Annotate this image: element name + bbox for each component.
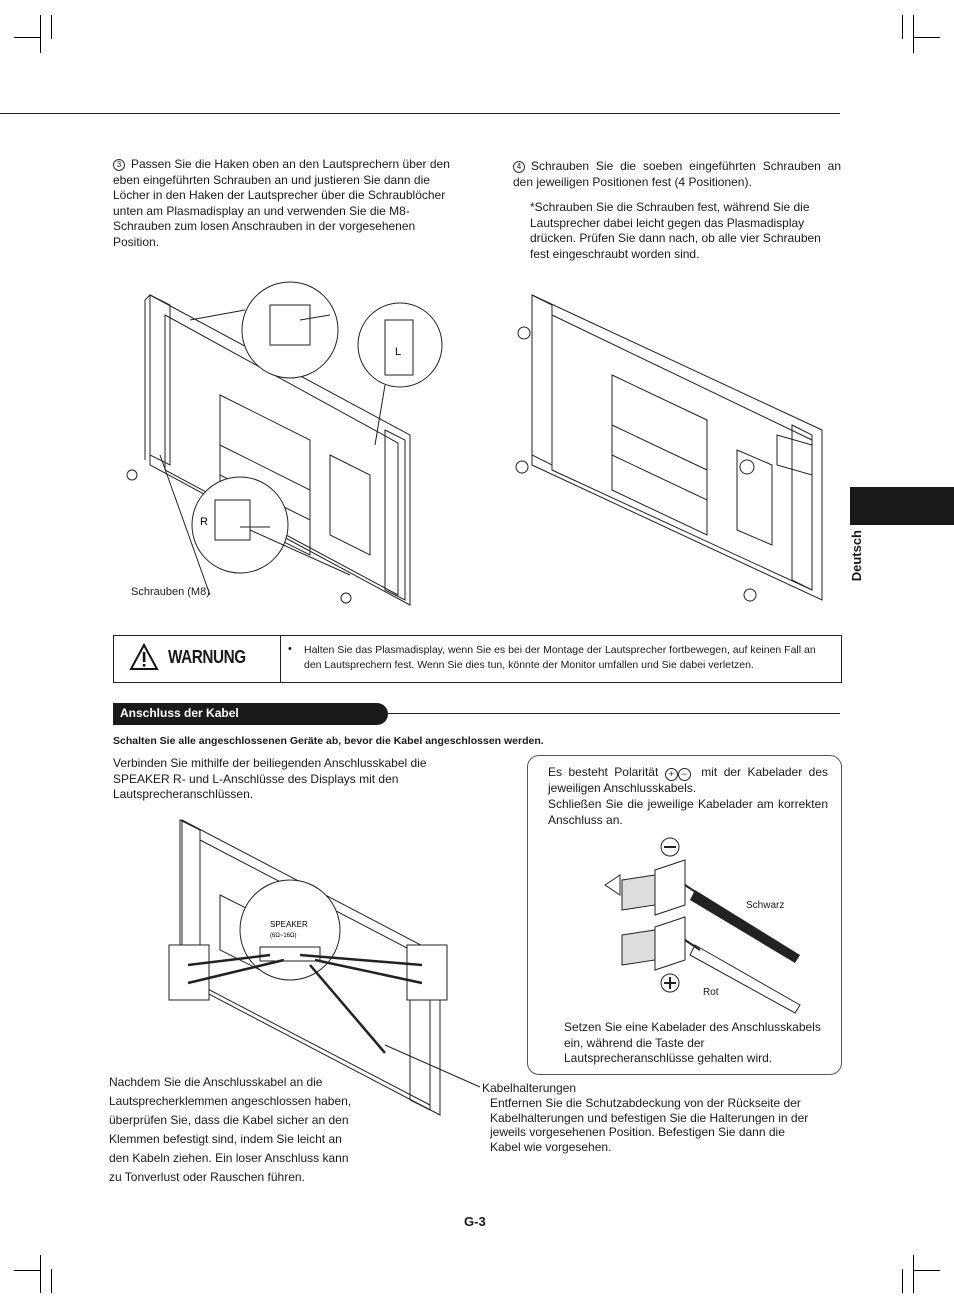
header-rule bbox=[0, 113, 840, 114]
warning-header: WARNUNG bbox=[114, 636, 281, 682]
warning-title: WARNUNG bbox=[168, 647, 246, 667]
step-number: 3 bbox=[113, 159, 125, 171]
label-red: Rot bbox=[703, 987, 719, 998]
crop-mark bbox=[40, 15, 41, 53]
crop-mark bbox=[40, 1255, 41, 1293]
holders-text: Entfernen Sie die Schutzabdeckung von de… bbox=[490, 1096, 809, 1154]
label-r: R bbox=[200, 516, 208, 528]
crop-mark bbox=[14, 1270, 41, 1271]
polarity-text: Es besteht Polarität +− mit der Kabelade… bbox=[548, 765, 828, 797]
crop-mark bbox=[51, 15, 52, 39]
section-title: Anschluss der Kabel bbox=[120, 706, 239, 720]
step-3-text: Passen Sie die Haken oben an den Lautspr… bbox=[113, 157, 450, 249]
speaker-terminal-sub: (6Ω~16Ω) bbox=[270, 933, 296, 939]
warning-icon bbox=[130, 644, 158, 670]
warning-box: WARNUNG • Halten Sie das Plasmadisplay, … bbox=[113, 635, 842, 683]
plus-icon: + bbox=[664, 768, 678, 781]
speaker-terminal-label: SPEAKER bbox=[270, 920, 308, 929]
side-label-text: Deutsch bbox=[849, 530, 864, 582]
polarity-callout bbox=[527, 755, 842, 1075]
crop-mark bbox=[913, 15, 914, 53]
speaker-mounting-illustration: R L bbox=[120, 265, 430, 610]
warning-text: Halten Sie das Plasmadisplay, wenn Sie e… bbox=[304, 644, 816, 671]
insert-text: Setzen Sie eine Kabelader des Anschlussk… bbox=[564, 1020, 821, 1065]
crop-mark bbox=[913, 1270, 940, 1271]
crop-mark bbox=[902, 15, 903, 39]
screw-tightening-illustration bbox=[512, 275, 832, 605]
leader-line bbox=[380, 1040, 490, 1090]
label-screws: Schrauben (M8) bbox=[131, 586, 210, 598]
step-4-note: *Schrauben Sie die Schrauben fest, währe… bbox=[530, 200, 821, 261]
section-rule bbox=[388, 713, 840, 714]
section-pill bbox=[113, 703, 388, 725]
holders-title: Kabelhalterungen bbox=[482, 1081, 577, 1095]
warning-bullet: • bbox=[288, 643, 292, 655]
polarity-text-a: Es besteht Polarität bbox=[548, 765, 659, 779]
section-intro: Verbinden Sie mithilfe der beiliegenden … bbox=[113, 756, 427, 801]
section-after: Nachdem Sie die Anschlusskabel an die La… bbox=[109, 1075, 352, 1184]
section-lead: Schalten Sie alle angeschlossenen Geräte… bbox=[113, 735, 544, 747]
minus-icon: − bbox=[677, 768, 691, 781]
terminal-detail-illustration bbox=[600, 835, 810, 1015]
crop-mark bbox=[913, 37, 940, 38]
connect-text: Schließen Sie die jeweilige Kabelader am… bbox=[548, 797, 828, 827]
label-black: Schwarz bbox=[746, 900, 785, 911]
polarity-text-b: mit der Kabelader des jeweiligen Anschlu… bbox=[548, 765, 829, 795]
step-4-text: Schrauben Sie die soeben eingeführten Sc… bbox=[513, 159, 841, 189]
crop-mark bbox=[902, 1269, 903, 1293]
crop-mark bbox=[51, 1269, 52, 1293]
side-label: Deutsch bbox=[848, 530, 866, 600]
step-number: 4 bbox=[513, 161, 525, 173]
language-tab bbox=[850, 487, 954, 525]
crop-mark bbox=[14, 37, 41, 38]
page-number: G-3 bbox=[464, 1214, 486, 1229]
label-l: L bbox=[395, 346, 401, 358]
cable-connection-illustration: SPEAKER (6Ω~16Ω) bbox=[160, 815, 450, 1125]
crop-mark bbox=[913, 1255, 914, 1293]
